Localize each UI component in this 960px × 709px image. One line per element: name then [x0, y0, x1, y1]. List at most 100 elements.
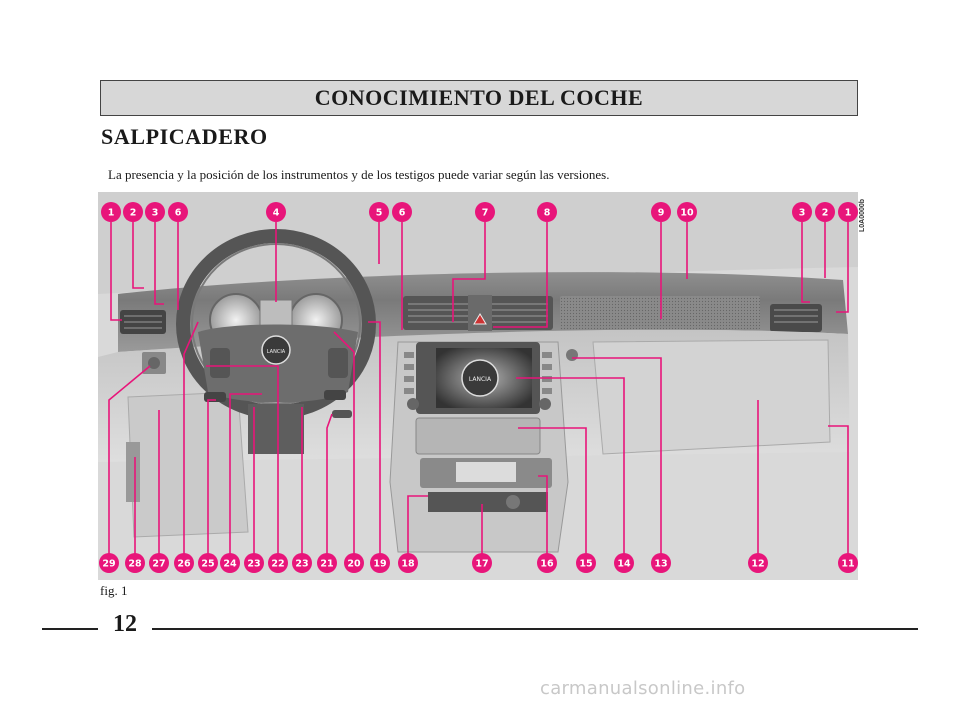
watermark: carmanualsonline.info — [540, 678, 746, 699]
top-callout-badge-label-4: 6 — [175, 208, 182, 219]
bottom-callout-badge-label-13: 18 — [401, 559, 415, 570]
top-callout-badge-7 — [392, 202, 412, 222]
top-callout-badge-1 — [101, 202, 121, 222]
bottom-callout-badge-label-15: 16 — [540, 559, 554, 570]
bottom-callout-badge-3 — [149, 553, 169, 573]
climate-display — [456, 462, 516, 482]
page-heading: SALPICADERO — [101, 124, 268, 149]
speaker-grille — [560, 296, 760, 330]
bottom-callout-badge-label-16: 15 — [579, 559, 592, 570]
bottom-callout-badge-label-18: 13 — [654, 559, 667, 570]
bottom-callout-badge-label-1: 29 — [102, 559, 115, 570]
bottom-callout-badge-label-7: 23 — [247, 559, 260, 570]
wheel-logo — [261, 335, 291, 365]
top-callout-badge-label-6: 5 — [376, 208, 383, 219]
bottom-callout-badge-16 — [576, 553, 596, 573]
top-callout-badge-13 — [815, 202, 835, 222]
bottom-callout-badge-5 — [198, 553, 218, 573]
top-callout-badge-label-3: 3 — [152, 208, 159, 219]
glove-box — [592, 339, 831, 455]
bottom-callout-badge-17 — [614, 553, 634, 573]
footer-rule-right — [152, 628, 918, 630]
top-callout-badge-label-9: 8 — [544, 208, 551, 219]
bottom-callout-badge-14 — [472, 553, 492, 573]
bottom-callout-badge-10 — [317, 553, 337, 573]
bottom-callout-badge-18 — [651, 553, 671, 573]
bottom-callout-badge-label-11: 20 — [347, 559, 361, 570]
top-callout-badge-label-7: 6 — [399, 208, 406, 219]
top-callout-badge-label-14: 1 — [845, 208, 852, 219]
bottom-callout-badge-15 — [537, 553, 557, 573]
top-callout-badge-label-11: 10 — [680, 208, 694, 219]
bottom-callout-badge-6 — [220, 553, 240, 573]
top-callout-badge-6 — [369, 202, 389, 222]
bottom-callout-badge-13 — [398, 553, 418, 573]
hazard-switch — [468, 295, 492, 331]
callout-badges-top: 1 2 3 6 4 5 6 7 8 9 10 3 2 1 — [101, 202, 858, 222]
wheel-right-controls — [328, 348, 348, 378]
top-callout-badge-label-2: 2 — [130, 208, 137, 219]
bottom-callout-badge-label-4: 26 — [177, 559, 191, 570]
bottom-callout-badge-label-12: 19 — [373, 559, 386, 570]
section-title: CONOCIMIENTO DEL COCHE — [314, 85, 644, 110]
top-callout-badge-label-5: 4 — [273, 208, 280, 219]
section-title-banner: CONOCIMIENTO DEL COCHE — [100, 80, 858, 116]
top-callout-badge-12 — [792, 202, 812, 222]
cd-slot-panel — [415, 417, 541, 455]
bottom-callout-badge-label-10: 21 — [320, 559, 333, 570]
top-callout-badge-8 — [475, 202, 495, 222]
top-callout-badge-label-1: 1 — [108, 208, 115, 219]
top-callout-badge-label-8: 7 — [482, 208, 489, 219]
top-callout-badge-5 — [266, 202, 286, 222]
right-side-vent — [770, 304, 822, 332]
callout-badges-bottom: 29 28 27 26 25 24 23 22 23 21 20 19 18 17 16 15 14 13 12 11 — [99, 553, 858, 573]
bottom-callout-badge-4 — [174, 553, 194, 573]
bottom-callout-badge-label-9: 23 — [295, 559, 308, 570]
bottom-callout-badge-label-3: 27 — [152, 559, 165, 570]
ignition-switch — [332, 410, 352, 418]
steering-column — [248, 404, 304, 454]
bottom-callout-badge-label-2: 28 — [128, 559, 142, 570]
top-callout-badge-4 — [168, 202, 188, 222]
top-callout-badge-3 — [145, 202, 165, 222]
figure-caption: fig. 1 — [100, 583, 128, 598]
bottom-callout-badge-9 — [292, 553, 312, 573]
top-callout-badge-label-10: 9 — [658, 208, 665, 219]
figure-code: L0A0000b — [859, 198, 866, 232]
dashboard-figure: LANCIA LANCIA — [98, 192, 858, 580]
bottom-callout-badge-label-6: 24 — [223, 559, 237, 570]
bottom-callout-badge-12 — [370, 553, 390, 573]
wiper-stalk — [324, 390, 346, 400]
callout-leader-lines — [108, 222, 849, 560]
glove-box-latch — [566, 349, 578, 361]
top-callout-badge-2 — [123, 202, 143, 222]
bottom-callout-badge-2 — [125, 553, 145, 573]
top-callout-badge-label-12: 3 — [799, 208, 806, 219]
bottom-callout-badge-label-17: 14 — [617, 559, 631, 570]
console-logo-text: LANCIA — [469, 376, 492, 383]
bonnet-release — [126, 442, 140, 502]
bottom-callout-badge-8 — [268, 553, 288, 573]
bottom-callout-badge-label-14: 17 — [475, 559, 488, 570]
bottom-callout-badge-label-19: 12 — [751, 559, 764, 570]
top-callout-badge-10 — [651, 202, 671, 222]
bottom-callout-badge-1 — [99, 553, 119, 573]
intro-text: La presencia y la posición de los instru… — [108, 167, 610, 182]
top-callout-badge-label-13: 2 — [822, 208, 829, 219]
bottom-callout-badge-label-20: 11 — [841, 559, 854, 570]
page-number: 12 — [113, 611, 137, 637]
wheel-left-controls — [210, 348, 230, 378]
top-callout-badge-14 — [838, 202, 858, 222]
console-switches — [428, 492, 548, 512]
bottom-callout-badge-label-8: 22 — [271, 559, 284, 570]
bottom-callout-badge-11 — [344, 553, 364, 573]
console-logo — [461, 359, 499, 397]
top-callout-badge-9 — [537, 202, 557, 222]
footer-rule-left — [42, 628, 98, 630]
bottom-callout-badge-label-5: 25 — [201, 559, 214, 570]
bottom-callout-badge-20 — [838, 553, 858, 573]
wheel-logo-text: LANCIA — [267, 349, 286, 355]
top-callout-badge-11 — [677, 202, 697, 222]
bottom-callout-badge-7 — [244, 553, 264, 573]
bottom-callout-badge-19 — [748, 553, 768, 573]
